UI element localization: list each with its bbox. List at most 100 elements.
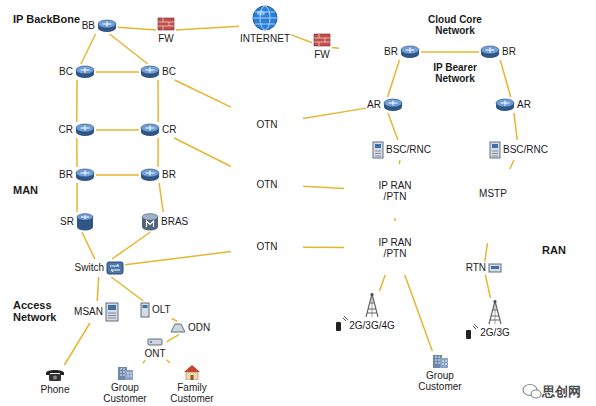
mobile-handset xyxy=(466,324,478,339)
link-line xyxy=(303,108,366,118)
link-line xyxy=(97,277,98,301)
network-device: BC xyxy=(140,65,176,79)
node-label: IP BackBone xyxy=(13,13,80,25)
node-label: OLT xyxy=(152,304,171,315)
bearer-cloud: IP Bearer Network BR BR xyxy=(385,38,525,100)
network-device: CR xyxy=(140,123,176,137)
device-icon xyxy=(140,65,160,79)
device-icon xyxy=(105,302,119,322)
link-line xyxy=(399,160,401,164)
device-icon xyxy=(116,364,134,380)
link-line xyxy=(76,183,78,212)
device-icon xyxy=(495,98,515,112)
node-label: IP Bearer Network xyxy=(424,62,486,84)
node-label: Group Customer xyxy=(415,370,465,392)
ring-network: OTN xyxy=(232,217,302,277)
link-line xyxy=(167,360,170,363)
device-icon xyxy=(372,141,384,159)
device-icon xyxy=(313,33,331,47)
device-icon xyxy=(400,45,420,59)
link-line xyxy=(176,26,239,30)
network-device: Phone xyxy=(41,366,70,395)
mobile-handset xyxy=(336,316,348,331)
link-line xyxy=(81,34,96,64)
ring-network: IP RAN /PTN xyxy=(345,222,445,274)
link-line xyxy=(76,80,78,122)
link-line xyxy=(110,34,148,64)
ring-network: OTN xyxy=(232,157,302,212)
link-line xyxy=(82,232,95,259)
network-region: MANCRCRBRBRSRBRASSwitch xyxy=(5,100,220,290)
node-label: BR xyxy=(59,169,73,180)
link-line xyxy=(143,360,145,363)
node-label: BC xyxy=(59,66,73,77)
device-icon xyxy=(489,141,501,159)
network-device: MSAN xyxy=(74,302,119,322)
network-device: AR xyxy=(495,98,531,112)
network-device: SR xyxy=(60,213,94,231)
network-device: BRAS xyxy=(141,213,188,231)
link-line xyxy=(405,275,433,351)
watermark-icon xyxy=(523,385,541,399)
link-line xyxy=(157,138,159,167)
network-device: BSC/RNC xyxy=(372,141,431,159)
network-device: Switch xyxy=(75,260,124,276)
link-line xyxy=(96,129,139,131)
node-label: SR xyxy=(60,216,74,227)
core-cloud: Cloud Core NetworkIP Bearer NetworkBRBRA… xyxy=(340,2,570,117)
node-label: Access Network xyxy=(13,299,68,324)
ring-network: MSTP xyxy=(456,170,530,242)
node-label: BR xyxy=(502,46,516,57)
node-label: BRAS xyxy=(161,216,188,227)
ring-network: IP RAN /PTN xyxy=(345,165,445,217)
link-line xyxy=(303,186,344,188)
link-line xyxy=(388,60,400,97)
link-line xyxy=(157,80,159,122)
node-label: 2G/3G/4G xyxy=(349,320,395,331)
node-label: BR xyxy=(384,46,398,57)
network-device: BB xyxy=(82,19,117,33)
device-icon xyxy=(76,213,94,231)
node-label: BB xyxy=(82,20,95,31)
network-device: BR xyxy=(480,45,516,59)
network-region: Access Network MSAN OLT ODN ONT xyxy=(5,295,220,363)
device-icon xyxy=(363,292,381,318)
watermark: 思创网 xyxy=(542,383,581,401)
link-line xyxy=(175,80,231,107)
network-device: Group Customer xyxy=(415,352,465,392)
device-icon xyxy=(147,338,163,346)
node-label: BSC/RNC xyxy=(386,144,431,155)
network-device: ODN xyxy=(170,322,210,333)
node-label: ONT xyxy=(144,348,165,359)
link-line xyxy=(111,277,143,301)
device-icon xyxy=(431,352,449,368)
link-line xyxy=(96,71,139,73)
network-device: 2G/3G/4G xyxy=(349,292,395,331)
device-icon xyxy=(140,302,150,318)
node-label: CR xyxy=(59,124,73,135)
network-device: AR xyxy=(367,98,403,112)
node-label: MSTP xyxy=(479,188,507,199)
node-label: CR xyxy=(162,124,176,135)
device-icon xyxy=(75,65,95,79)
link-line xyxy=(172,318,178,321)
node-label: AR xyxy=(517,99,531,110)
link-line xyxy=(76,138,78,167)
link-line xyxy=(332,47,339,49)
link-line xyxy=(510,160,514,169)
network-device: RTN xyxy=(466,262,502,273)
link-line xyxy=(291,35,312,43)
network-device: BR xyxy=(140,168,176,182)
network-device: FW xyxy=(157,17,175,44)
network-region: RANBSC/RNCBSC/RNCIP RAN /PTNIP RAN /PTNM… xyxy=(328,135,583,398)
link-line xyxy=(514,113,517,140)
device-icon xyxy=(141,213,159,231)
link-line xyxy=(159,183,163,212)
device-icon xyxy=(383,98,403,112)
node-label: Group Customer xyxy=(100,382,150,404)
network-device: FW xyxy=(313,33,331,60)
ring-shape xyxy=(456,170,530,242)
node-label: OTN xyxy=(256,241,277,252)
